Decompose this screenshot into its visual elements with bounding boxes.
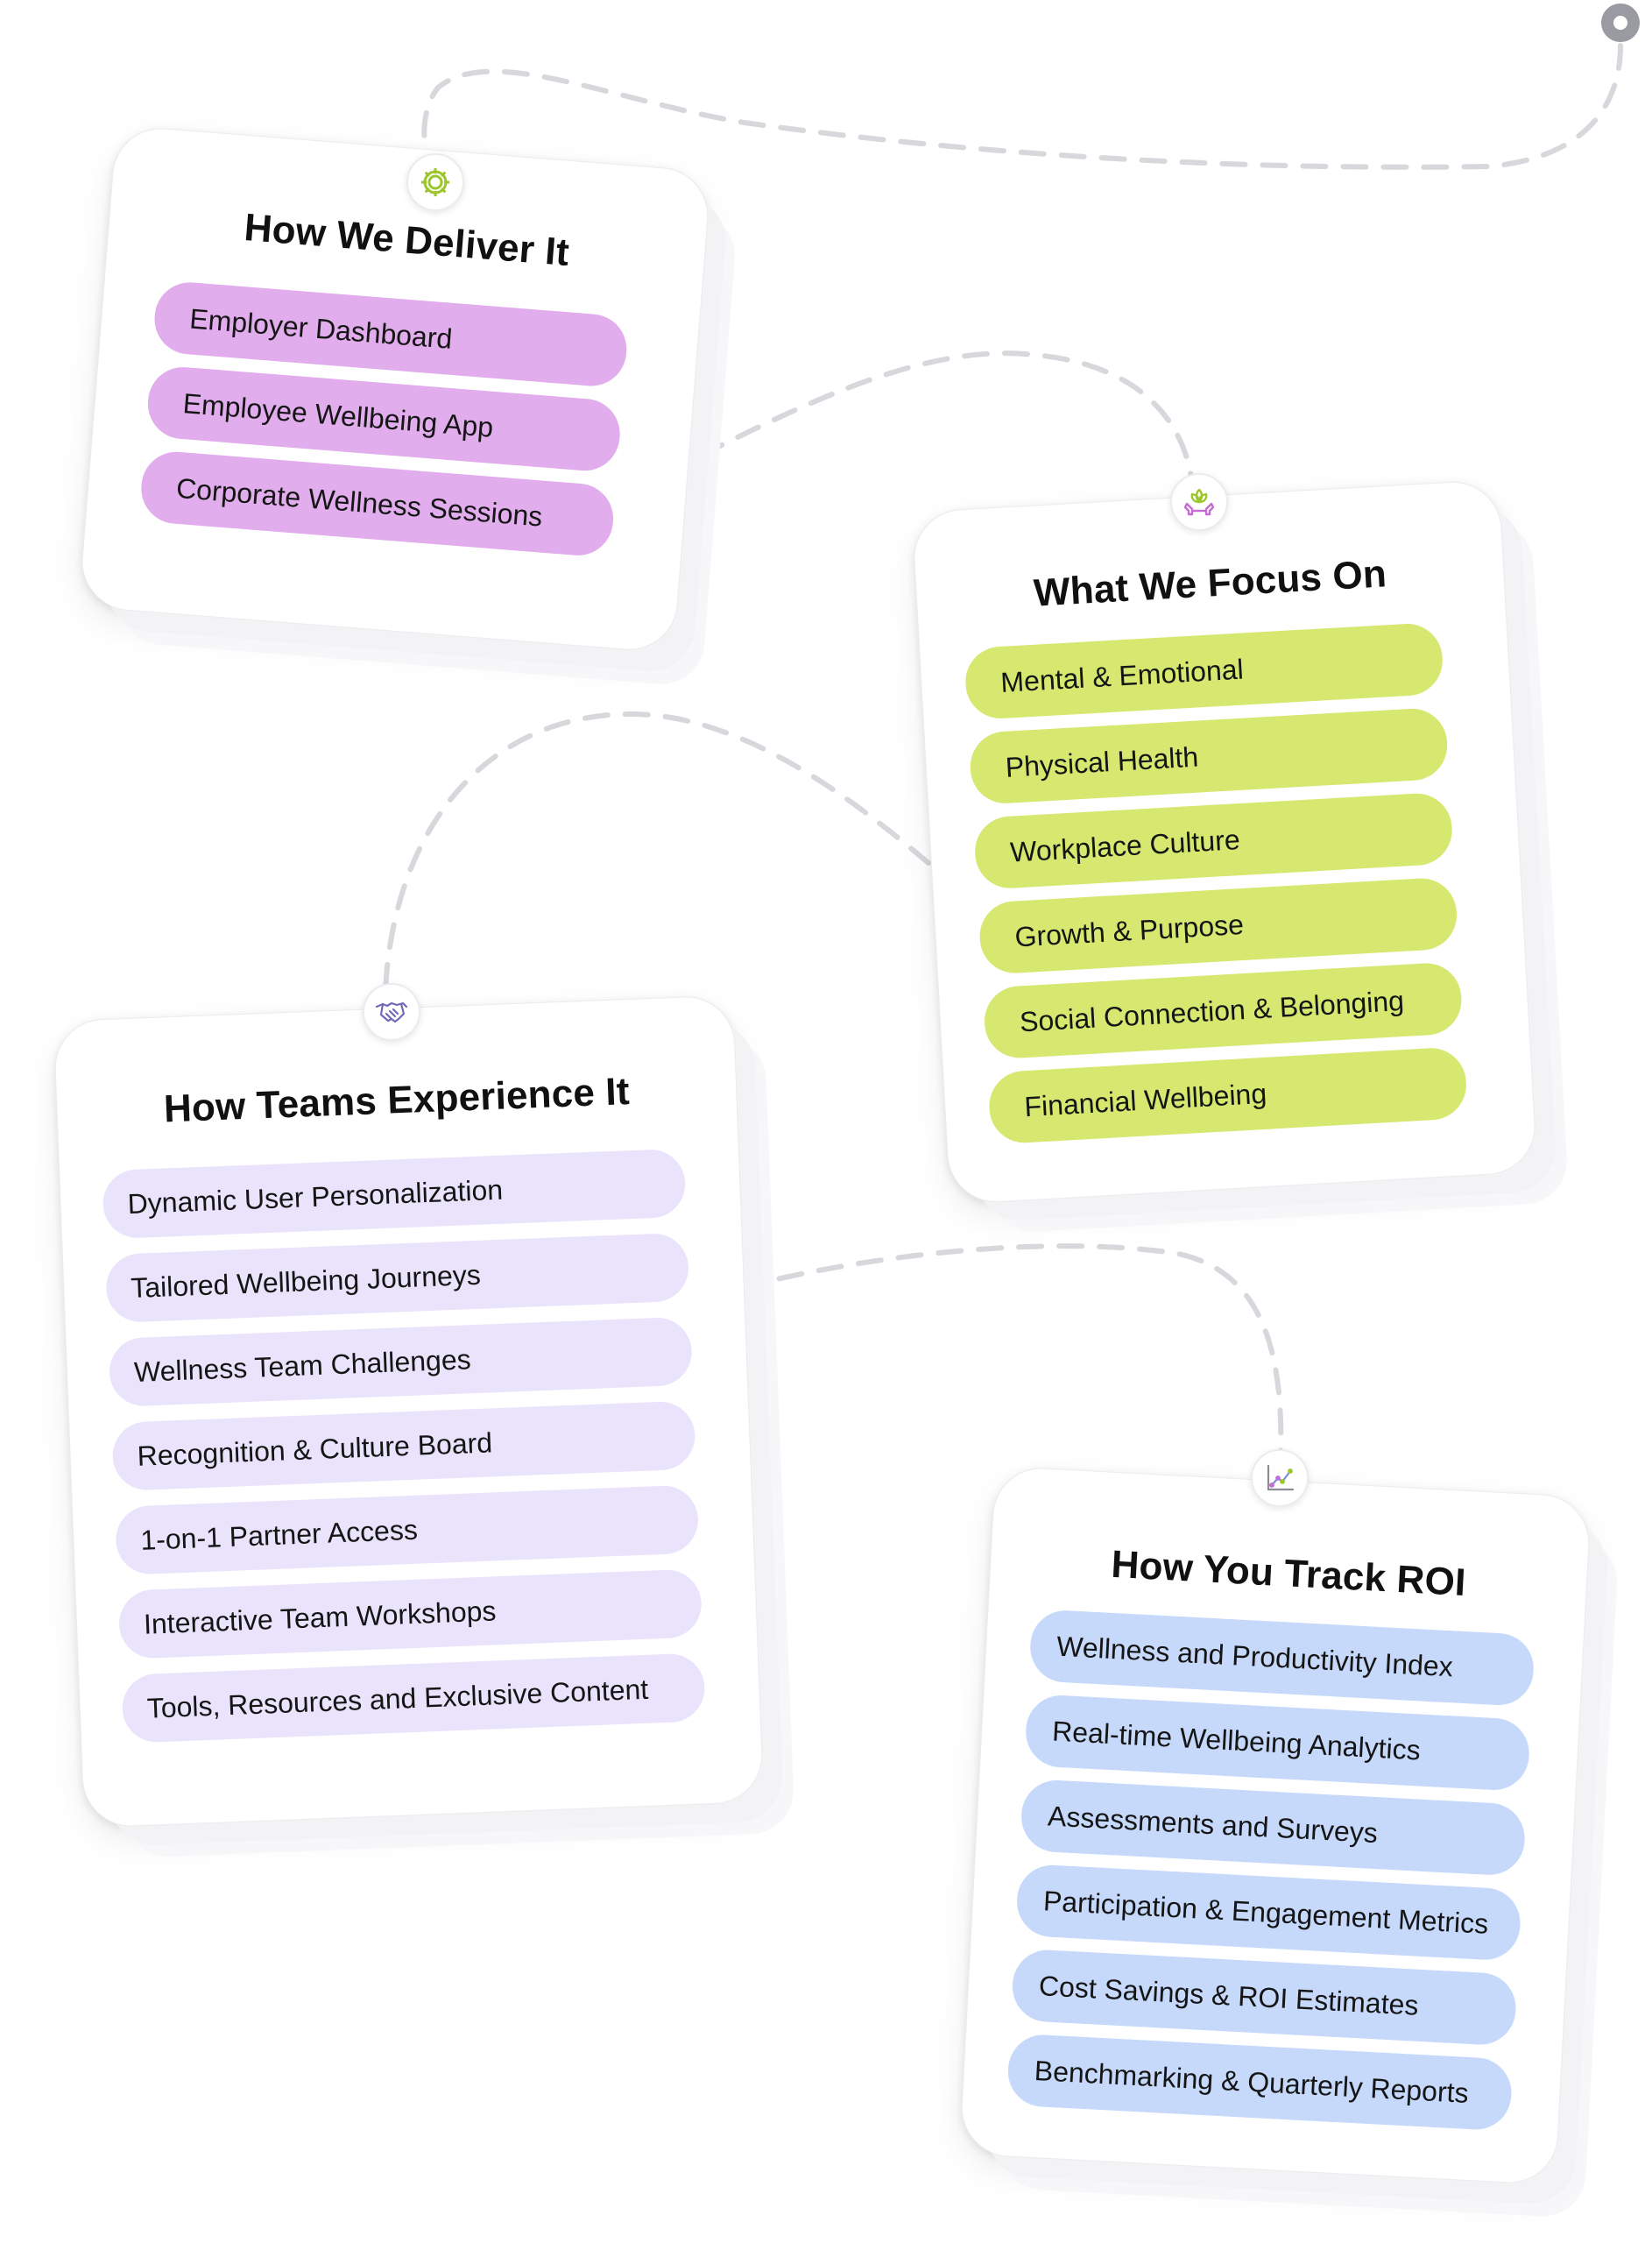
list-item: Dynamic User Personalization [102,1148,687,1240]
card-what-we-focus-on: What We Focus On Mental & Emotional Phys… [911,478,1538,1206]
card-title: How We Deliver It [243,206,571,275]
handshake-icon [375,1001,408,1023]
experience-items-list: Dynamic User Personalization Tailored We… [102,1148,706,1759]
connector-focus-to-experience [383,711,931,993]
list-item: Mental & Emotional [964,621,1444,721]
list-item: Interactive Team Workshops [117,1568,703,1659]
card-title: How You Track ROI [1110,1542,1467,1604]
lotus-hands-icon-badge [1170,473,1228,531]
card-how-you-track-roi: How You Track ROI Wellness and Productiv… [958,1465,1592,2186]
deliver-items-list: Employer Dashboard Employee Wellbeing Ap… [138,279,630,570]
list-item: Financial Wellbeing [987,1046,1469,1145]
connector-deliver-to-focus [663,350,1194,480]
card-title: What We Focus On [1032,552,1388,615]
connector-experience-to-track [738,1243,1284,1461]
list-item: Social Connection & Belonging [982,961,1464,1060]
connector-end-to-deliver [421,43,1623,173]
list-item: Assessments and Surveys [1020,1778,1527,1877]
list-item: Benchmarking & Quarterly Reports [1006,2033,1514,2132]
gear-icon [421,168,449,196]
list-item: Wellness Team Challenges [108,1316,694,1408]
list-item: Cost Savings & ROI Estimates [1010,1948,1518,2047]
card-title: How Teams Experience It [163,1070,631,1131]
path-end-node-icon [1601,4,1640,42]
list-item: Tailored Wellbeing Journeys [104,1232,690,1324]
list-item: Tools, Resources and Exclusive Content [121,1652,706,1744]
list-item: Participation & Engagement Metrics [1015,1863,1522,1962]
list-item: 1-on-1 Partner Access [114,1484,700,1575]
line-chart-icon [1267,1464,1295,1491]
list-item: Growth & Purpose [978,876,1459,975]
list-item: Recognition & Culture Board [111,1400,696,1491]
handshake-icon-badge [363,983,420,1041]
list-item: Real-time Wellbeing Analytics [1024,1694,1531,1792]
line-chart-icon-badge [1251,1449,1309,1507]
focus-items-list: Mental & Emotional Physical Health Workp… [964,621,1469,1158]
card-how-we-deliver-it: How We Deliver It Employer Dashboard Emp… [78,124,712,654]
list-item: Wellness and Productivity Index [1028,1609,1536,1708]
track-items-list: Wellness and Productivity Index Real-tim… [1006,1609,1536,2144]
lotus-hands-icon [1183,488,1215,516]
list-item: Workplace Culture [973,791,1454,890]
list-item: Physical Health [968,706,1450,805]
card-how-teams-experience-it: How Teams Experience It Dynamic User Per… [53,994,765,1829]
gear-icon-badge [406,153,464,211]
